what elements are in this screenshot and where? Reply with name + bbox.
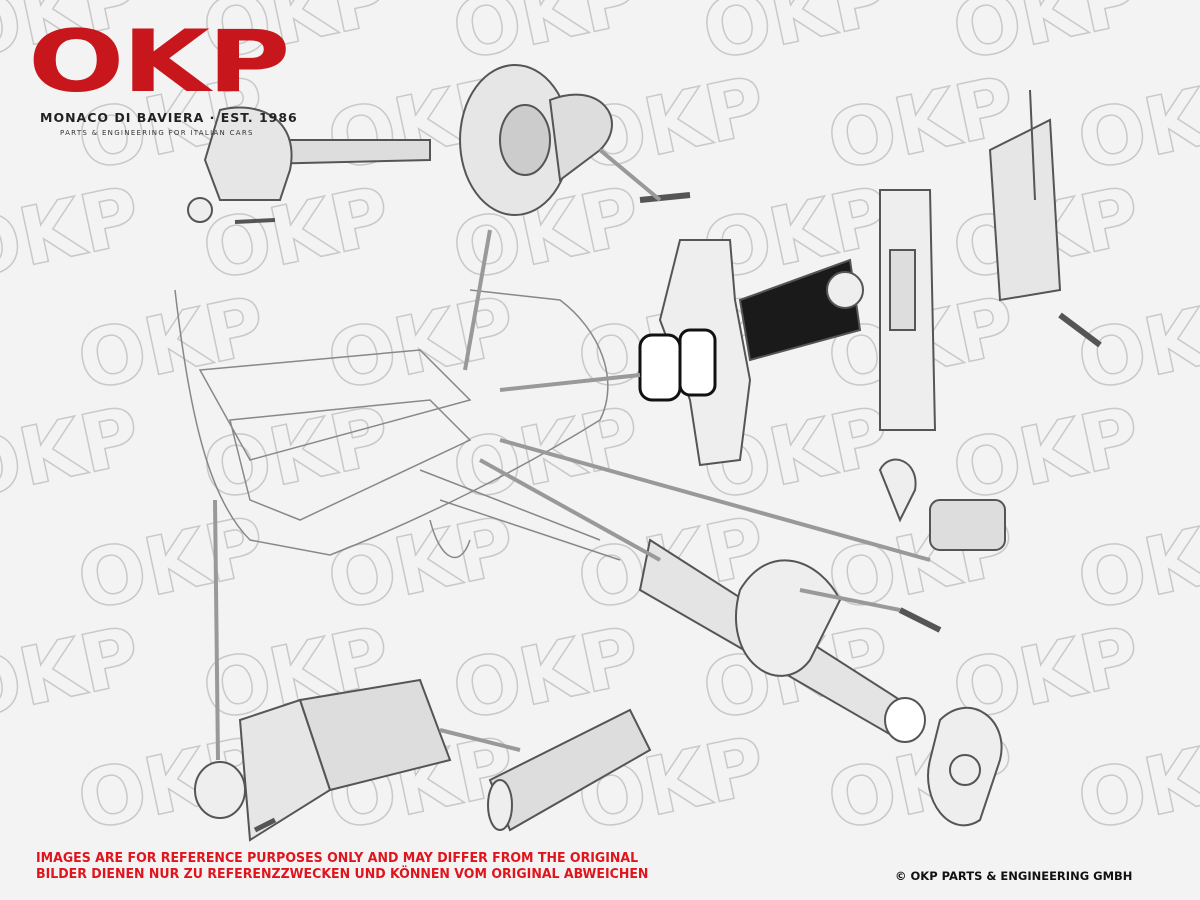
- disclaimer: IMAGES ARE FOR REFERENCE PURPOSES ONLY A…: [36, 850, 648, 882]
- disclaimer-german: BILDER DIENEN NUR ZU REFERENZZWECKEN UND…: [36, 866, 649, 882]
- latch-part-right: [878, 458, 1006, 551]
- lock-cylinder-part: [194, 678, 452, 842]
- disclaimer-english: IMAGES ARE FOR REFERENCE PURPOSES ONLY A…: [36, 850, 639, 866]
- logo-subtagline: PARTS & ENGINEERING FOR ITALIAN CARS: [60, 129, 254, 137]
- door-check-strap: [638, 239, 864, 467]
- logo-mark: OKP: [28, 12, 290, 112]
- mounting-plate: [879, 189, 937, 431]
- flange-part: [927, 706, 1003, 827]
- cylinder-sleeve-part: [487, 708, 652, 832]
- copyright-notice: © OKP PARTS & ENGINEERING GMBH: [895, 869, 1133, 883]
- tube-part-center: [638, 538, 942, 743]
- bracket-right: [988, 89, 1102, 348]
- okp-logo: OKP MONACO DI BAVIERA · EST. 1986 PARTS …: [28, 19, 318, 137]
- hinge-part-top-left: [187, 106, 431, 224]
- gear-disc-part: [459, 64, 691, 216]
- arrows: [213, 148, 931, 761]
- car-door-outline: [174, 289, 621, 561]
- logo-tagline: MONACO DI BAVIERA · EST. 1986: [40, 110, 298, 125]
